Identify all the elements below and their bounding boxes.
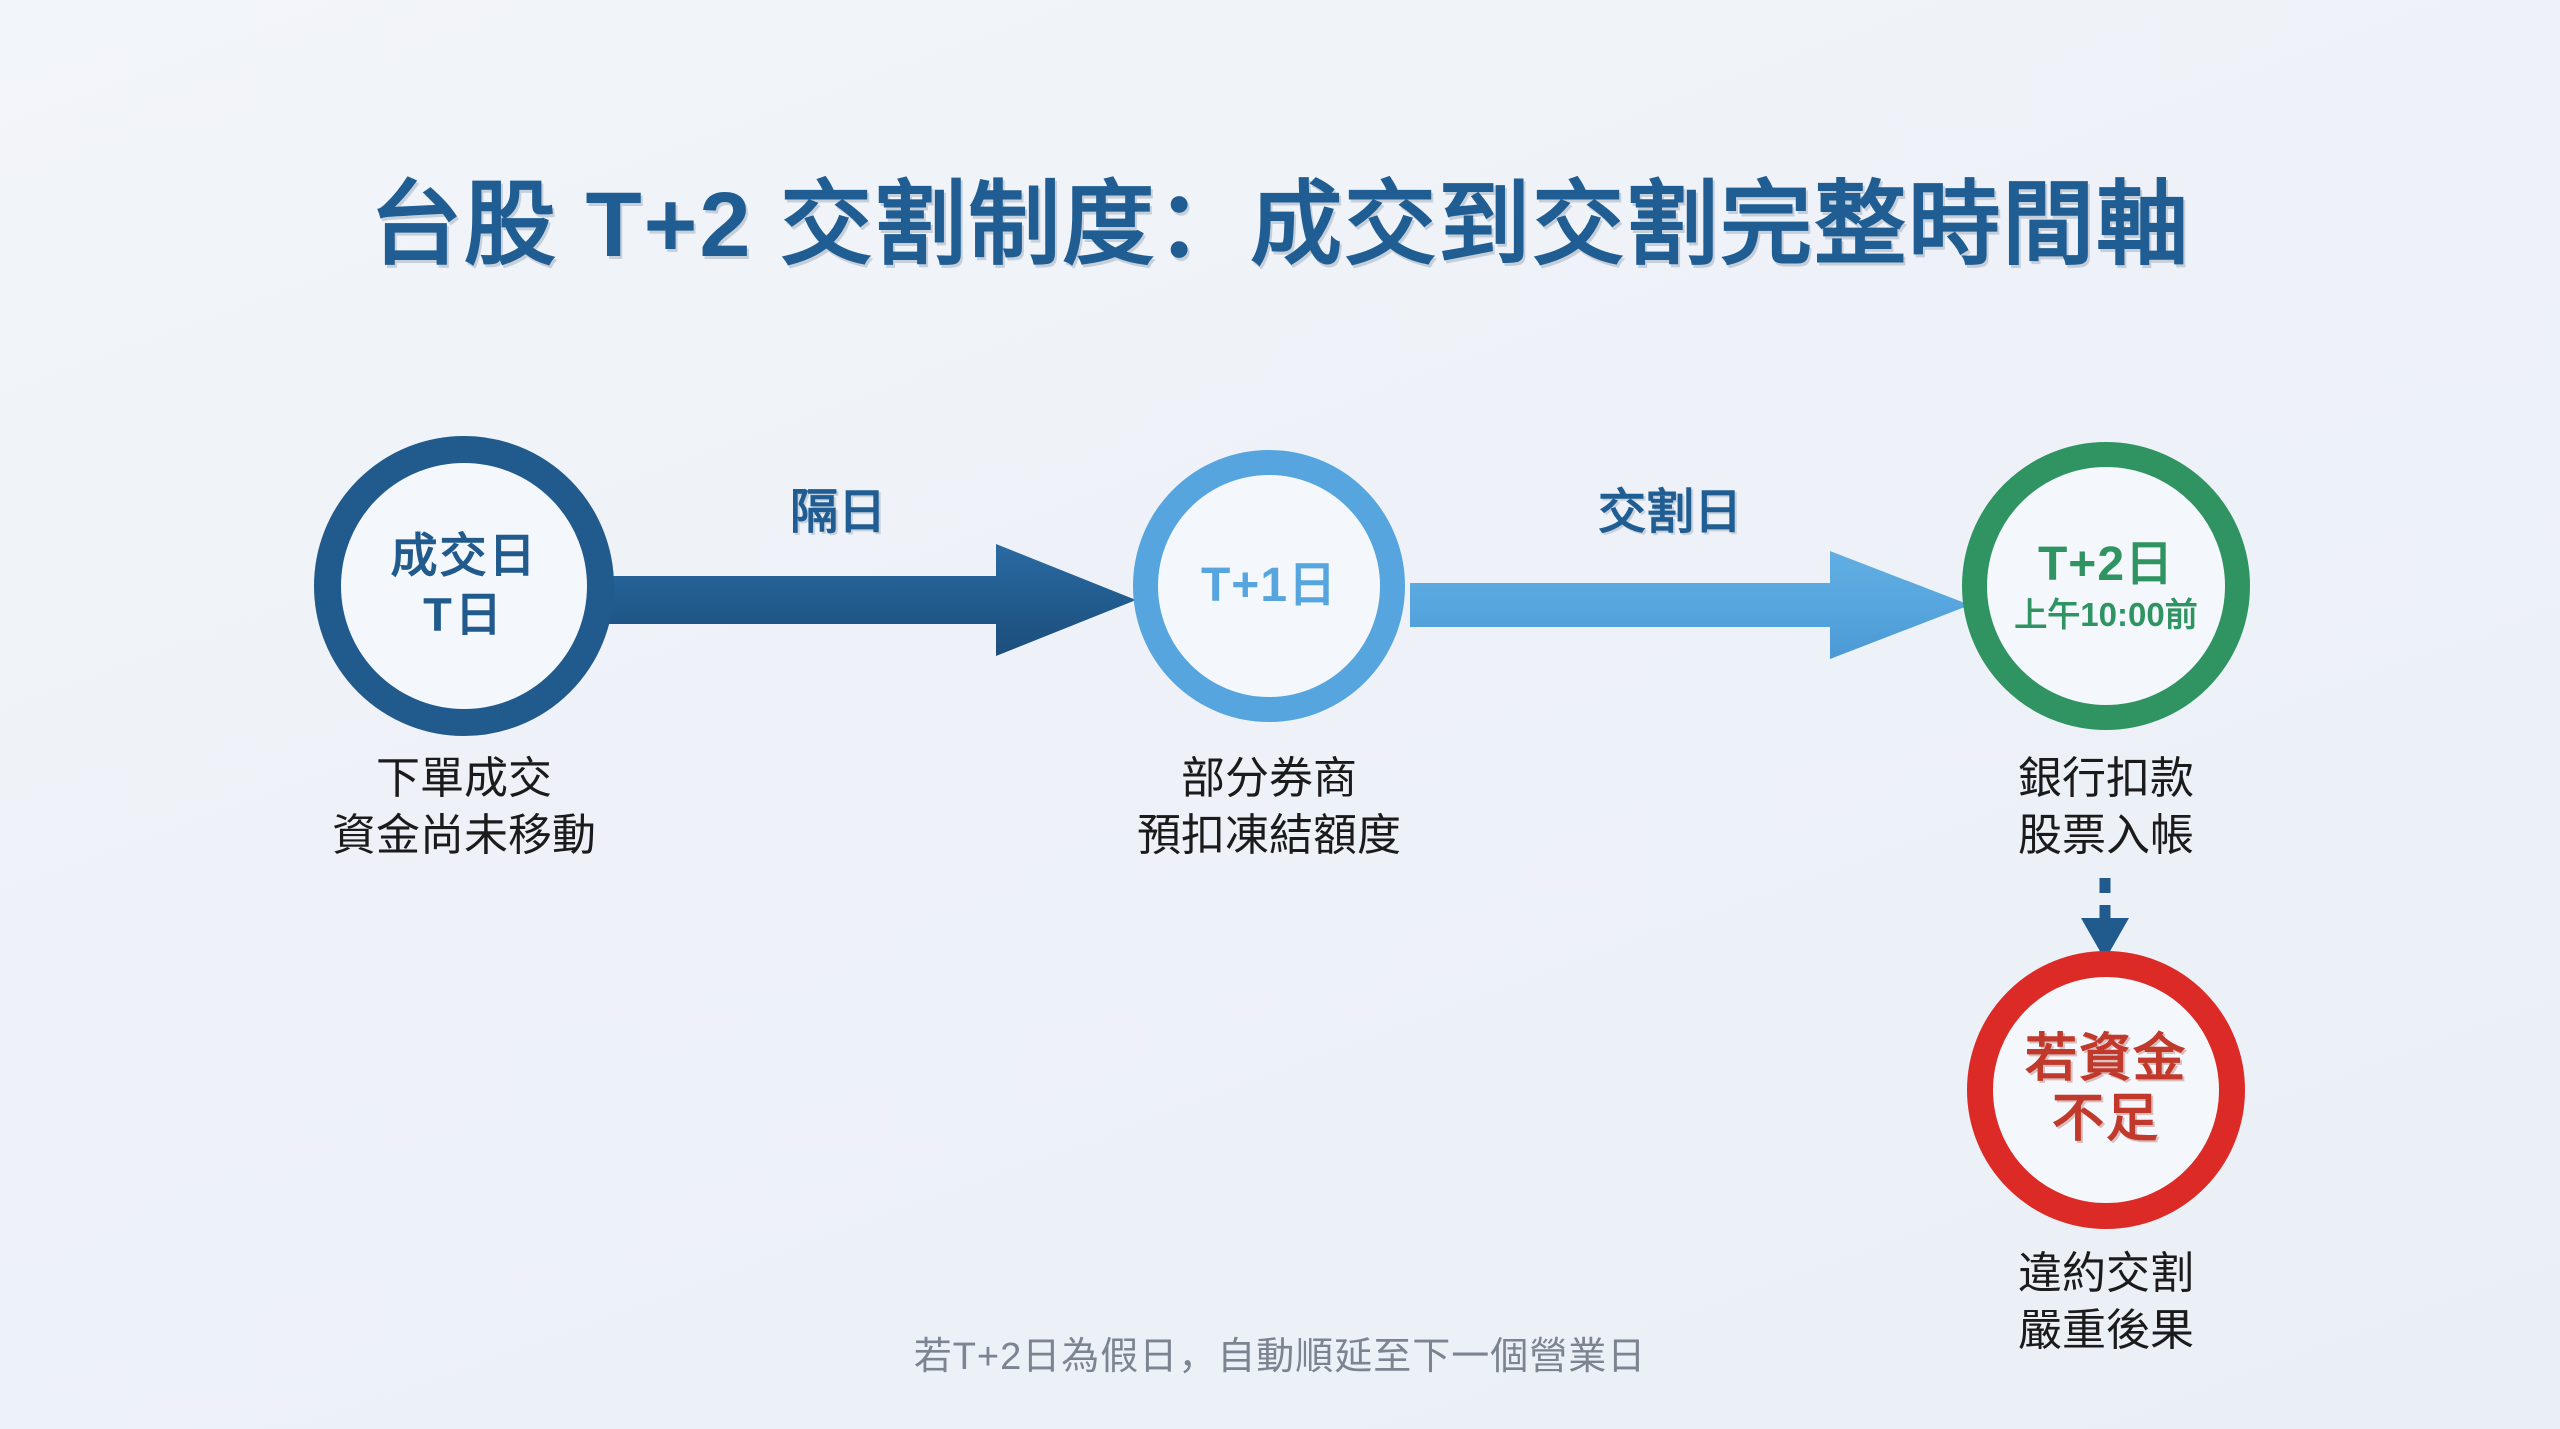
arrow-t2-to-warning-dashed <box>2081 878 2129 960</box>
node-trade-day[interactable]: 成交日 T日 <box>314 436 614 736</box>
caption-t-plus-2: 銀行扣款 股票入帳 <box>1946 750 2266 864</box>
caption-trade-day: 下單成交 資金尚未移動 <box>304 750 624 864</box>
caption-warning: 違約交割 嚴重後果 <box>1946 1245 2266 1359</box>
node-t-plus-2-line1: T+2日 <box>2037 538 2175 592</box>
node-t-plus-2[interactable]: T+2日 上午10:00前 <box>1962 442 2250 730</box>
arrow-t1-to-t2 <box>1410 551 1970 659</box>
page-title: 台股 T+2 交割制度：成交到交割完整時間軸 <box>369 174 2191 276</box>
node-warning-line1: 若資金 <box>2024 1029 2187 1088</box>
node-insufficient-funds-warning[interactable]: 若資金 不足 <box>1967 951 2245 1229</box>
footnote: 若T+2日為假日，自動順延至下一個營業日 <box>913 1336 1647 1378</box>
caption-warning-line1: 違約交割 <box>2018 1249 2194 1298</box>
arrow-t1-to-t2-label: 交割日 <box>1598 486 1743 539</box>
caption-trade-day-line1: 下單成交 <box>376 754 552 803</box>
caption-t-plus-1-line2: 預扣凍結額度 <box>1137 811 1401 861</box>
node-trade-day-line1: 成交日 <box>390 528 538 582</box>
caption-t-plus-2-line2: 股票入帳 <box>2018 811 2194 861</box>
node-t-plus-2-line2: 上午10:00前 <box>2014 595 2198 633</box>
arrow-t0-to-t1 <box>596 544 1136 656</box>
caption-trade-day-line2: 資金尚未移動 <box>332 811 596 861</box>
caption-t-plus-1-line1: 部分券商 <box>1181 754 1357 803</box>
node-trade-day-line2: T日 <box>423 588 505 642</box>
caption-t-plus-1: 部分券商 預扣凍結額度 <box>1109 750 1429 864</box>
node-t-plus-1[interactable]: T+1日 <box>1133 450 1405 722</box>
arrow-t0-to-t1-label: 隔日 <box>790 486 887 539</box>
caption-warning-line2: 嚴重後果 <box>2018 1306 2194 1356</box>
node-warning-line2: 不足 <box>2051 1090 2160 1149</box>
node-t-plus-1-line1: T+1日 <box>1200 559 1338 613</box>
caption-t-plus-2-line1: 銀行扣款 <box>2018 754 2194 803</box>
